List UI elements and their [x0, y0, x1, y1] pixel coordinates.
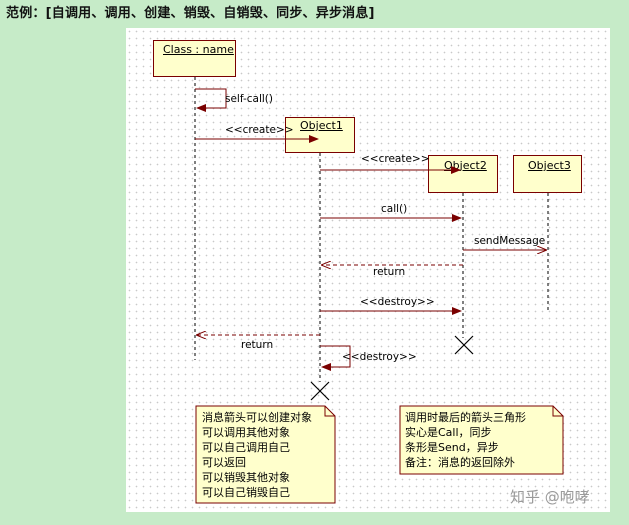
self-destroy-label: <<destroy>> — [342, 351, 417, 363]
call-label: call() — [381, 203, 408, 215]
create1-label: <<create>> — [225, 124, 294, 136]
note-line: 条形是Send，异步 — [405, 441, 499, 454]
class-box — [153, 40, 236, 77]
self-call-label: self-call() — [225, 93, 273, 105]
self-call-arrow — [195, 88, 227, 112]
left-note-shape — [195, 405, 336, 504]
object1-box — [285, 117, 355, 153]
note-line: 实心是Call，同步 — [405, 426, 492, 439]
object2-destroy-mark — [454, 335, 474, 355]
object2-box — [428, 155, 498, 193]
right-note-text: 调用时最后的箭头三角形 实心是Call，同步 条形是Send，异步 备注：消息的… — [405, 410, 526, 470]
left-note-text: 消息箭头可以创建对象 可以调用其他对象 可以自己调用自己 可以返回 可以销毁其他… — [202, 410, 312, 500]
page-title: 范例：[自调用、调用、创建、销毁、自销毁、同步、异步消息] — [6, 6, 375, 21]
self-destroy-arrow — [320, 345, 351, 371]
send-message-label: sendMessage — [474, 235, 546, 247]
class-label: Class : name — [163, 43, 234, 56]
return1-label: return — [373, 266, 406, 278]
object3-label: Object3 — [528, 159, 571, 172]
destroy-label: <<destroy>> — [360, 296, 435, 308]
return2-label: return — [241, 339, 274, 351]
note-line: 消息箭头可以创建对象 — [202, 411, 312, 424]
watermark: 知乎 @咆哮 — [510, 488, 590, 506]
note-line: 可以自己调用自己 — [202, 441, 290, 454]
note-line: 调用时最后的箭头三角形 — [405, 411, 526, 424]
object1-destroy-mark — [310, 381, 330, 401]
note-line: 可以自己销毁自己 — [202, 486, 290, 499]
right-note-shape — [399, 405, 564, 475]
note-line: 可以调用其他对象 — [202, 426, 290, 439]
note-line: 可以返回 — [202, 456, 246, 469]
object1-label: Object1 — [300, 119, 343, 132]
note-line: 可以销毁其他对象 — [202, 471, 290, 484]
object3-box — [513, 155, 582, 193]
create2-label: <<create>> — [361, 153, 430, 165]
note-line: 备注：消息的返回除外 — [405, 456, 515, 469]
